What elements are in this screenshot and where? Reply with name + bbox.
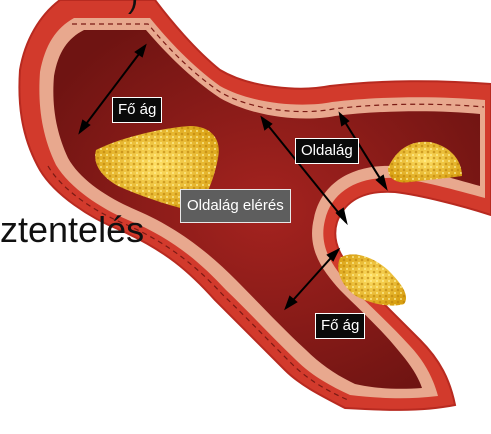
cropped-glyph: ): [128, 0, 138, 16]
partial-heading: ztentelés: [0, 208, 144, 252]
label-oldalag: Oldalág: [295, 138, 359, 164]
label-fo-ag-top: Fő ág: [112, 97, 162, 123]
label-oldalag-eleres: Oldalág elérés: [180, 189, 291, 223]
label-fo-ag-bottom: Fő ág: [315, 313, 365, 339]
